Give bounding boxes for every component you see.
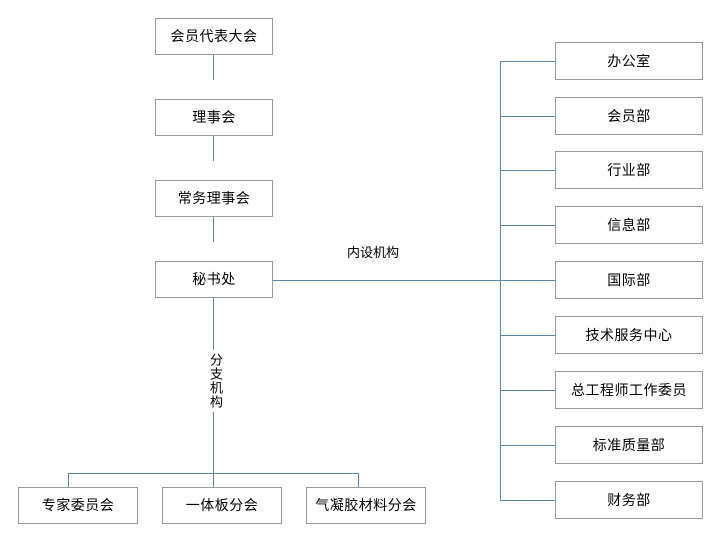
node-chief-engineer[interactable]: 总工程师工作委员 [555, 371, 703, 409]
internal-vertical-bus [500, 61, 501, 501]
node-membership-label: 会员部 [607, 107, 651, 124]
connector-stub-office [500, 61, 555, 62]
node-information-label: 信息部 [607, 216, 651, 233]
node-office-label: 办公室 [607, 52, 651, 69]
node-standard-quality[interactable]: 标准质量部 [555, 426, 703, 464]
node-assembly-label: 会员代表大会 [170, 28, 258, 45]
node-tech-service-label: 技术服务中心 [585, 326, 673, 343]
connector-drop-expert-committee [68, 473, 69, 487]
node-secretariat-label: 秘书处 [192, 271, 236, 288]
connector-stub-finance [500, 500, 555, 501]
connector-stub-standard-quality [500, 445, 555, 446]
connector-stub-international [500, 280, 555, 281]
node-aerogel[interactable]: 气凝胶材料分会 [306, 487, 426, 524]
connector-council-standing [213, 136, 214, 161]
node-integrated-board[interactable]: 一体板分会 [162, 487, 282, 524]
node-aerogel-label: 气凝胶材料分会 [315, 497, 417, 514]
node-standing-council-label: 常务理事会 [177, 190, 251, 207]
group-label-branch: 分支机构 [206, 350, 223, 412]
node-membership[interactable]: 会员部 [555, 97, 703, 135]
node-expert-committee-label: 专家委员会 [41, 497, 115, 514]
node-council[interactable]: 理事会 [155, 99, 273, 136]
node-standard-quality-label: 标准质量部 [592, 436, 666, 453]
node-office[interactable]: 办公室 [555, 42, 703, 80]
connector-standing-secretariat [213, 217, 214, 242]
connector-stub-tech-service [500, 335, 555, 336]
node-international-label: 国际部 [607, 271, 651, 288]
node-secretariat[interactable]: 秘书处 [155, 261, 273, 298]
connector-drop-aerogel [358, 473, 359, 487]
group-label-internal: 内设机构 [343, 245, 404, 261]
connector-stub-information [500, 225, 555, 226]
node-finance-label: 财务部 [607, 491, 651, 508]
node-integrated-board-label: 一体板分会 [185, 497, 259, 514]
connector-drop-integrated-board [213, 473, 214, 487]
connector-secretariat-internal-bus [213, 280, 500, 281]
node-information[interactable]: 信息部 [555, 206, 703, 244]
node-council-label: 理事会 [192, 109, 236, 126]
node-international[interactable]: 国际部 [555, 261, 703, 299]
connector-stub-chief-engineer [500, 390, 555, 391]
node-industry-label: 行业部 [607, 161, 651, 178]
node-tech-service[interactable]: 技术服务中心 [555, 316, 703, 354]
connector-assembly-council [213, 55, 214, 80]
connector-stub-industry [500, 170, 555, 171]
node-standing-council[interactable]: 常务理事会 [155, 180, 273, 217]
connector-stub-membership [500, 116, 555, 117]
node-chief-engineer-label: 总工程师工作委员 [571, 381, 687, 398]
node-finance[interactable]: 财务部 [555, 481, 703, 519]
node-assembly[interactable]: 会员代表大会 [155, 18, 273, 55]
node-industry[interactable]: 行业部 [555, 151, 703, 189]
node-expert-committee[interactable]: 专家委员会 [18, 487, 138, 524]
